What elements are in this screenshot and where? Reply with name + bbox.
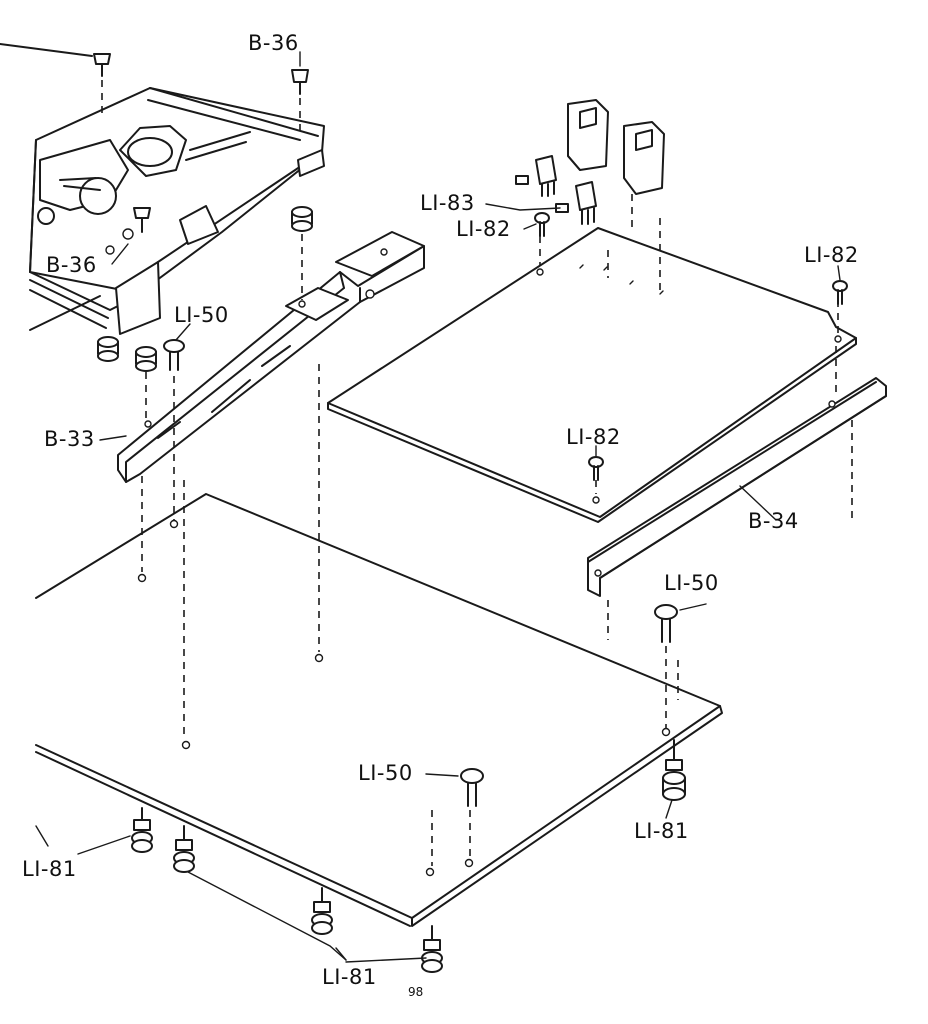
alignment-lines — [141, 218, 853, 866]
page-number: 98 — [408, 985, 423, 999]
rivet-li82-lower — [588, 456, 604, 481]
label-b36-left: B-36 — [46, 253, 97, 277]
screw-b36-top — [291, 69, 309, 132]
screw-b36-left — [133, 207, 151, 233]
foot-li81-right — [662, 739, 686, 801]
label-li50-bottom: LI-50 — [358, 761, 413, 785]
grommet-left-1 — [97, 336, 119, 362]
label-li82-right: LI-82 — [804, 243, 859, 267]
heat-sink-right — [623, 121, 665, 230]
bracket-b33 — [117, 231, 425, 483]
rivet-li50-left — [163, 339, 185, 529]
rivet-li82-right — [832, 280, 848, 305]
foot-li81-b — [311, 887, 333, 935]
label-li83: LI-83 — [420, 191, 475, 215]
foot-li81-c — [421, 925, 443, 973]
transistor-2 — [555, 181, 597, 225]
base-plate — [35, 493, 723, 927]
transistor-1 — [515, 155, 557, 197]
label-b34: B-34 — [748, 509, 799, 533]
label-b36-top: B-36 — [248, 31, 299, 55]
grommet-right — [291, 206, 313, 300]
grommet-left-2 — [135, 346, 157, 420]
label-li82-mid: LI-82 — [456, 217, 511, 241]
heat-sink-left — [567, 99, 609, 171]
disc-mechanism — [29, 87, 325, 335]
upper-circuit-board — [327, 227, 857, 523]
bracket-b34 — [587, 377, 887, 597]
leader-lines — [35, 51, 841, 963]
label-li50-left: LI-50 — [174, 303, 229, 327]
label-li50-right: LI-50 — [664, 571, 719, 595]
part-labels: B-36 B-36 LI-50 B-33 LI-83 LI-82 LI-82 L… — [22, 31, 859, 989]
rivet-li50-right — [654, 604, 678, 728]
foot-li81-a — [173, 825, 195, 873]
screw-top-left — [0, 43, 111, 118]
label-li81-bottom: LI-81 — [322, 965, 377, 989]
rivet-li82-mid — [534, 212, 550, 237]
label-li81-right: LI-81 — [634, 819, 689, 843]
label-li81-left: LI-81 — [22, 857, 77, 881]
foot-li81-left — [131, 807, 153, 853]
label-li82-lower: LI-82 — [566, 425, 621, 449]
label-b33: B-33 — [44, 427, 95, 451]
rivet-li50-bottom — [460, 768, 484, 858]
